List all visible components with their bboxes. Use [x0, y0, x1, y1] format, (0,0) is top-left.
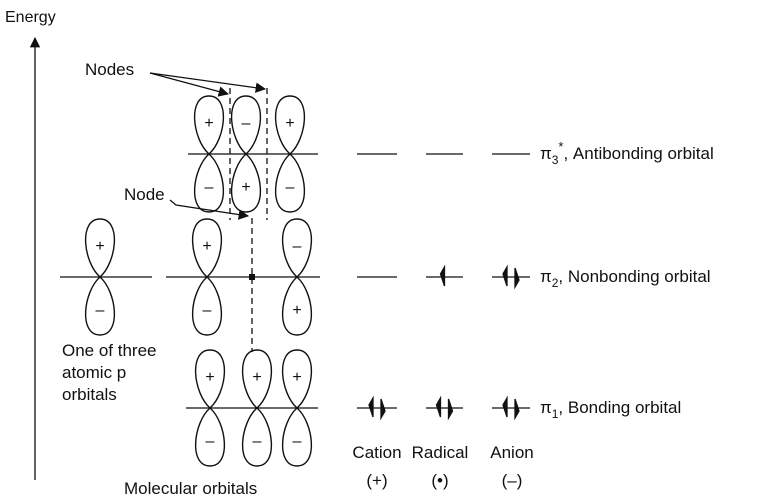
orbital-lobe-lower-pi1-b [241, 407, 273, 467]
orbital-lobe-lower-pi3-a [193, 153, 225, 213]
electron-up-bonding-1 [435, 395, 442, 418]
atomic-orbitals-label-line3: orbitals [62, 385, 117, 404]
nodes-arrow-right [149, 72, 267, 93]
sign-lower-atomic: – [96, 302, 105, 319]
electron-up-bonding-0 [368, 395, 374, 418]
sign-upper-pi3-b: – [242, 115, 251, 132]
sign-upper-pi2-a: + [202, 238, 211, 255]
sign-lower-pi1-b: – [253, 433, 262, 450]
electron-down-bonding-1 [447, 398, 454, 421]
sign-upper-atomic: + [95, 238, 104, 255]
orbital-lobe-upper-atomic [84, 218, 116, 278]
cation-sign: (+) [366, 471, 387, 490]
orbital-lobe-lower-pi2-a [191, 276, 223, 336]
sign-lower-pi3-a: – [205, 179, 214, 196]
sign-lower-pi1-a: – [206, 433, 215, 450]
electron-up-nonbonding-1 [439, 264, 446, 287]
pi2-node-point [249, 274, 255, 280]
electron-down-bonding-0 [380, 398, 386, 421]
atomic-orbitals-label-line1: One of three [62, 341, 157, 360]
nodes-arrow-left [149, 72, 230, 97]
orbital-lobe-lower-pi1-c [281, 407, 313, 467]
orbital-lobe-lower-atomic [84, 276, 116, 336]
orbital-lobe-upper-pi1-a [194, 349, 226, 409]
sign-lower-pi1-c: – [293, 433, 302, 450]
sign-lower-pi3-b: + [241, 179, 250, 196]
molecular-orbitals-label: Molecular orbitals [124, 479, 257, 498]
electron-up-nonbonding-2 [502, 264, 508, 287]
orbital-lobe-upper-pi1-b [241, 349, 273, 409]
orbital-lobe-upper-pi2-c [281, 218, 313, 278]
node-label: Node [124, 185, 165, 204]
radical-label: Radical [412, 443, 469, 462]
node-arrow [169, 199, 250, 220]
electron-down-nonbonding-2 [514, 267, 520, 290]
sign-lower-pi2-c: + [292, 302, 301, 319]
energy-axis-label: Energy [5, 9, 56, 26]
anion-label: Anion [490, 443, 533, 462]
sign-upper-pi1-c: + [292, 369, 301, 386]
electron-down-bonding-2 [514, 398, 520, 421]
pi1-level-label: π1, Bonding orbital [540, 398, 681, 421]
sign-upper-pi3-c: + [285, 115, 294, 132]
orbital-lobe-upper-pi3-a [193, 95, 225, 155]
sign-lower-pi3-c: – [286, 179, 295, 196]
radical-sign: (•) [431, 471, 448, 490]
orbital-lobe-lower-pi3-c [274, 153, 306, 213]
sign-upper-pi1-b: + [252, 369, 261, 386]
nodes-label: Nodes [85, 60, 134, 79]
cation-label: Cation [352, 443, 401, 462]
orbital-lobes: + – – + + – + – + – – + + – + – + – [84, 95, 313, 467]
orbital-lobe-upper-pi3-c [274, 95, 306, 155]
energy-levels [357, 153, 530, 421]
sign-upper-pi3-a: + [204, 115, 213, 132]
electron-up-bonding-2 [502, 395, 508, 418]
pi2-level-label: π2, Nonbonding orbital [540, 267, 711, 290]
orbital-lobe-lower-pi1-a [194, 407, 226, 467]
atomic-orbitals-label-line2: atomic p [62, 363, 126, 382]
orbital-lobe-lower-pi2-c [281, 276, 313, 336]
sign-upper-pi1-a: + [205, 369, 214, 386]
orbital-lobe-upper-pi3-b [230, 95, 262, 155]
orbital-lobe-upper-pi2-a [191, 218, 223, 278]
sign-upper-pi2-c: – [293, 238, 302, 255]
anion-sign: (–) [502, 471, 523, 490]
orbital-lobe-upper-pi1-c [281, 349, 313, 409]
sign-lower-pi2-a: – [203, 302, 212, 319]
pi3-level-label: π3*, Antibonding orbital [540, 139, 714, 167]
